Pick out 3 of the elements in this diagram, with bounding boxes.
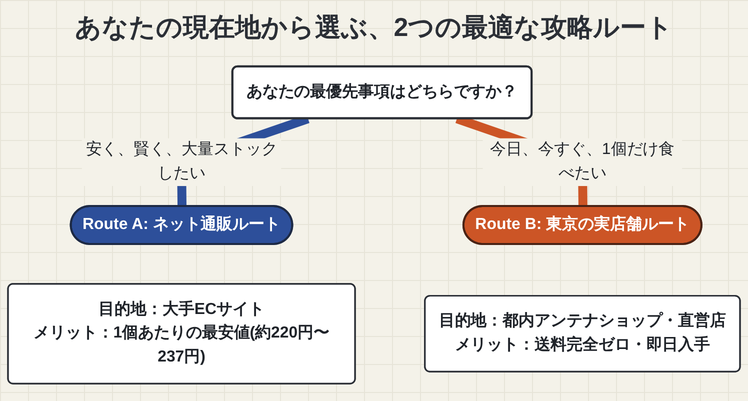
title: あなたの現在地から選ぶ、2つの最適な攻略ルート xyxy=(74,11,674,44)
edge-label: 今日、今すぐ、1個だけ食べたい xyxy=(490,141,675,182)
edge-label: 安く、賢く、大量ストックしたい xyxy=(86,141,278,182)
